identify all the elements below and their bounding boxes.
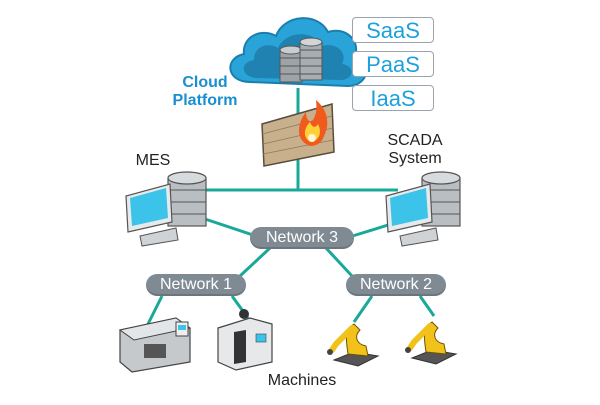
cloud-label-line1: Cloud [182, 74, 228, 91]
cloud-platform-label: Cloud Platform [150, 74, 260, 110]
scada-label-line2: System [388, 150, 442, 167]
cloud-database-icon [279, 37, 323, 83]
network-2-pill: Network 2 [346, 274, 446, 296]
cnc-mill-icon [217, 309, 273, 371]
service-iaas: IaaS [352, 85, 434, 111]
scada-label-line1: SCADA [387, 132, 443, 149]
industrial-robot-icon [327, 323, 380, 367]
network-1-pill: Network 1 [146, 274, 246, 296]
mes-server-icon [125, 171, 207, 247]
industrial-robot-icon [405, 321, 458, 365]
cnc-lathe-icon [118, 317, 192, 373]
machines-label: Machines [267, 372, 337, 389]
firewall-icon [261, 100, 335, 167]
service-saas: SaaS [352, 17, 434, 43]
scada-label: SCADA System [380, 132, 450, 168]
scada-server-icon [385, 171, 461, 247]
connections [144, 88, 436, 329]
cloud-label-line2: Platform [172, 92, 238, 109]
mes-label: MES [135, 152, 171, 169]
link-network3-network1 [238, 246, 272, 278]
link-network2-robot1 [352, 295, 374, 323]
link-network1-lathe [144, 295, 164, 329]
link-network3-network2 [324, 246, 354, 278]
link-network2-robot2 [418, 295, 436, 317]
network-3-pill: Network 3 [250, 227, 354, 249]
service-paas: PaaS [352, 51, 434, 77]
